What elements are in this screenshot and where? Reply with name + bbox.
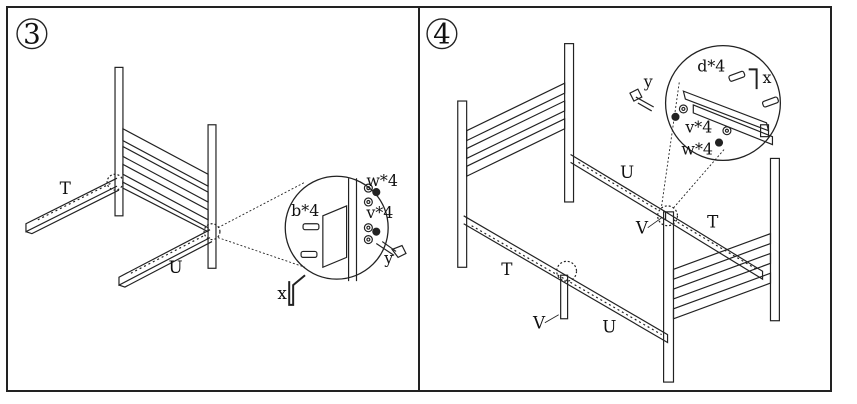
side-rail-back <box>570 153 667 221</box>
step-3-illustration: 3 <box>16 18 407 306</box>
side-rail-front <box>463 215 669 344</box>
step-3-panel: 3 <box>6 6 420 392</box>
step-4-panel: 4 <box>418 6 832 392</box>
side-rail-t <box>25 173 124 235</box>
label-v: v*4 <box>365 203 393 222</box>
label-u-top: U <box>620 162 634 182</box>
bolt-icon <box>300 223 320 258</box>
label-b: b*4 <box>291 201 319 220</box>
side-rail-u <box>118 223 221 288</box>
washer-icon <box>678 104 732 136</box>
label-w: w*4 <box>681 139 713 158</box>
nut-icon <box>671 112 724 147</box>
label-x: x <box>763 68 772 87</box>
label-v-mid: V <box>635 218 649 238</box>
label-y: y <box>643 72 653 91</box>
nut-icon <box>372 188 381 236</box>
step-number-badge: 4 <box>426 18 458 51</box>
bolt-icon <box>728 70 779 108</box>
label-t-right: T <box>707 212 719 232</box>
side-rail-right <box>665 211 764 281</box>
label-t: T <box>60 178 72 198</box>
washer-icon <box>363 183 373 245</box>
step-number: 4 <box>433 18 451 51</box>
label-x: x <box>277 283 287 303</box>
label-u-bottom: U <box>602 317 616 337</box>
headboard <box>114 66 217 269</box>
wrench-icon <box>375 241 407 259</box>
label-w: w*4 <box>366 171 398 190</box>
step-number: 3 <box>23 18 41 51</box>
footboard <box>657 157 780 383</box>
allen-key-icon <box>748 68 758 90</box>
back-headboard <box>457 43 575 268</box>
label-t-left: T <box>501 259 513 279</box>
label-v-hardware: v*4 <box>684 118 712 137</box>
wrench-icon <box>629 88 654 112</box>
label-y: y <box>383 248 393 267</box>
hardware-detail-magnifier <box>284 175 389 282</box>
step-4-illustration: 4 <box>426 18 782 383</box>
label-u: U <box>168 257 182 277</box>
allen-key-icon <box>288 274 306 306</box>
label-v-low: V <box>532 313 546 333</box>
label-d: d*4 <box>697 56 725 75</box>
hardware-detail-magnifier <box>664 44 782 162</box>
step-number-badge: 3 <box>16 18 48 51</box>
